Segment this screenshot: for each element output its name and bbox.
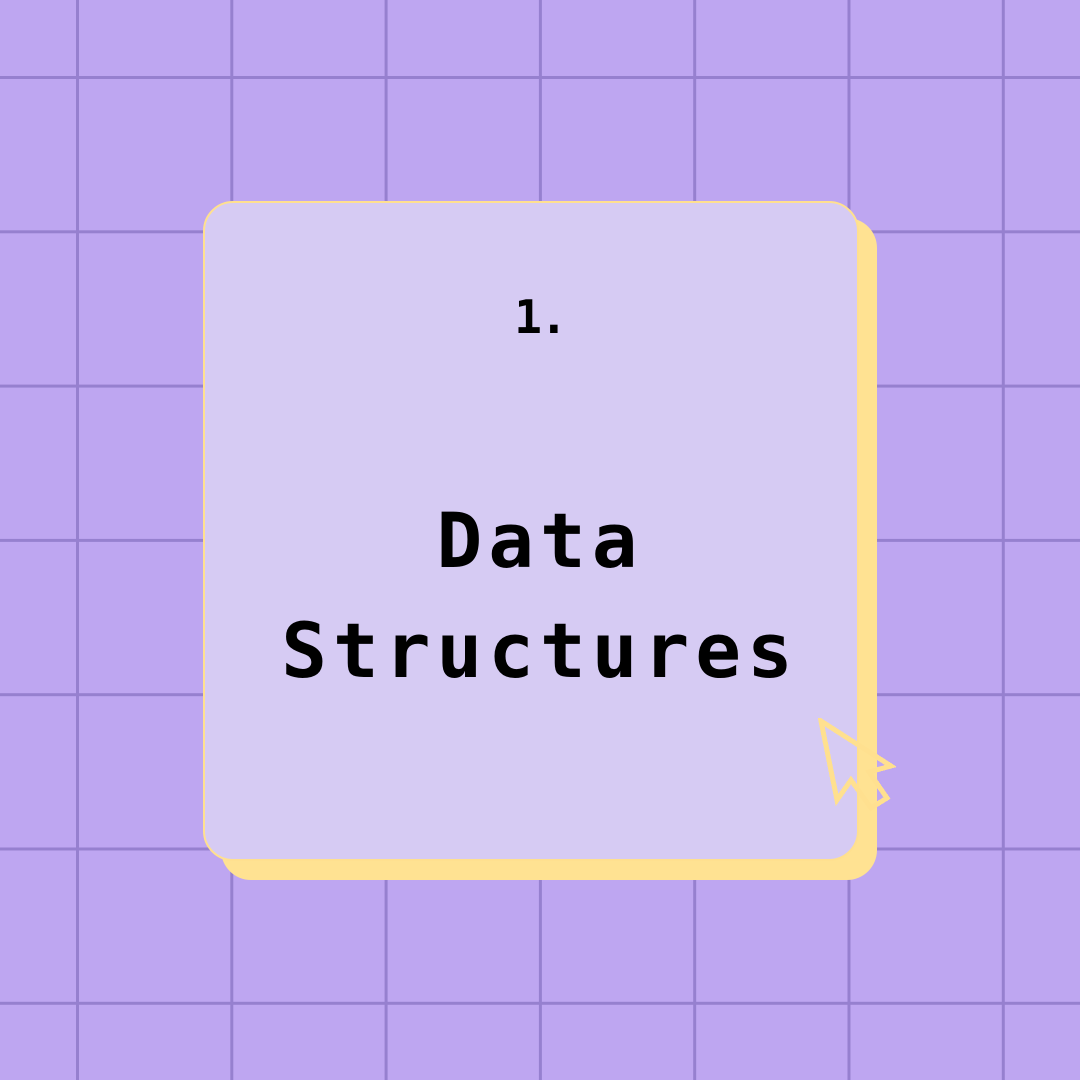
- title-line-1: Data: [436, 496, 644, 585]
- slide-title: Data Structures: [0, 486, 1080, 706]
- slide-number: 1.: [514, 290, 567, 344]
- pointer-arrow-icon: [818, 718, 896, 812]
- title-card: [203, 201, 859, 861]
- title-line-2: Structures: [281, 606, 799, 695]
